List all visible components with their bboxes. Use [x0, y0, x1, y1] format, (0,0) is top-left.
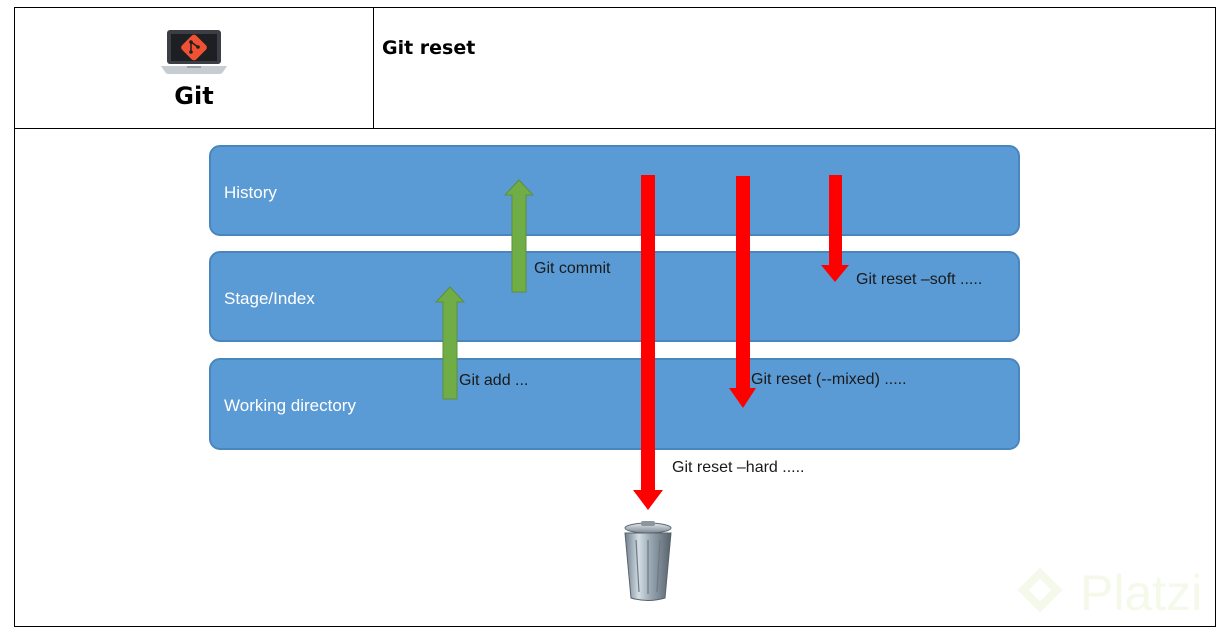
content-table: Git Git reset [14, 7, 1216, 627]
platzi-logo-icon [1017, 567, 1063, 613]
git-reset-hard-arrow: Git reset –hard ..... [633, 175, 805, 510]
layer-history: History [209, 145, 1020, 236]
table-header-row: Git Git reset [15, 8, 1215, 129]
layer-working-directory-label: Working directory [224, 396, 356, 415]
git-reset-mixed-arrow: Git reset (--mixed) ..... [729, 176, 907, 408]
platzi-watermark: Platzi [1017, 565, 1202, 621]
trash-can-icon [624, 521, 672, 601]
git-add-label: Git add ... [459, 372, 528, 389]
git-reset-hard-label: Git reset –hard ..... [672, 459, 805, 476]
logo-cell: Git [15, 8, 374, 128]
layer-working-directory: Working directory [209, 358, 1020, 450]
platzi-watermark-text: Platzi [1080, 565, 1202, 621]
layer-stage-index: Stage/Index [209, 251, 1020, 342]
git-add-arrow: Git add ... [434, 286, 528, 400]
page-title: Git reset [382, 37, 476, 59]
layer-stage-index-label: Stage/Index [224, 289, 315, 308]
title-cell: Git reset [374, 8, 1215, 128]
logo-label: Git [174, 82, 214, 110]
git-reset-soft-label: Git reset –soft ..... [856, 271, 982, 288]
laptop-git-icon [161, 30, 227, 74]
git-commit-arrow: Git commit [503, 179, 611, 293]
git-reset-soft-arrow: Git reset –soft ..... [821, 175, 982, 288]
git-commit-label: Git commit [534, 260, 611, 277]
git-reset-mixed-label: Git reset (--mixed) ..... [751, 371, 907, 388]
layer-history-label: History [224, 183, 277, 202]
